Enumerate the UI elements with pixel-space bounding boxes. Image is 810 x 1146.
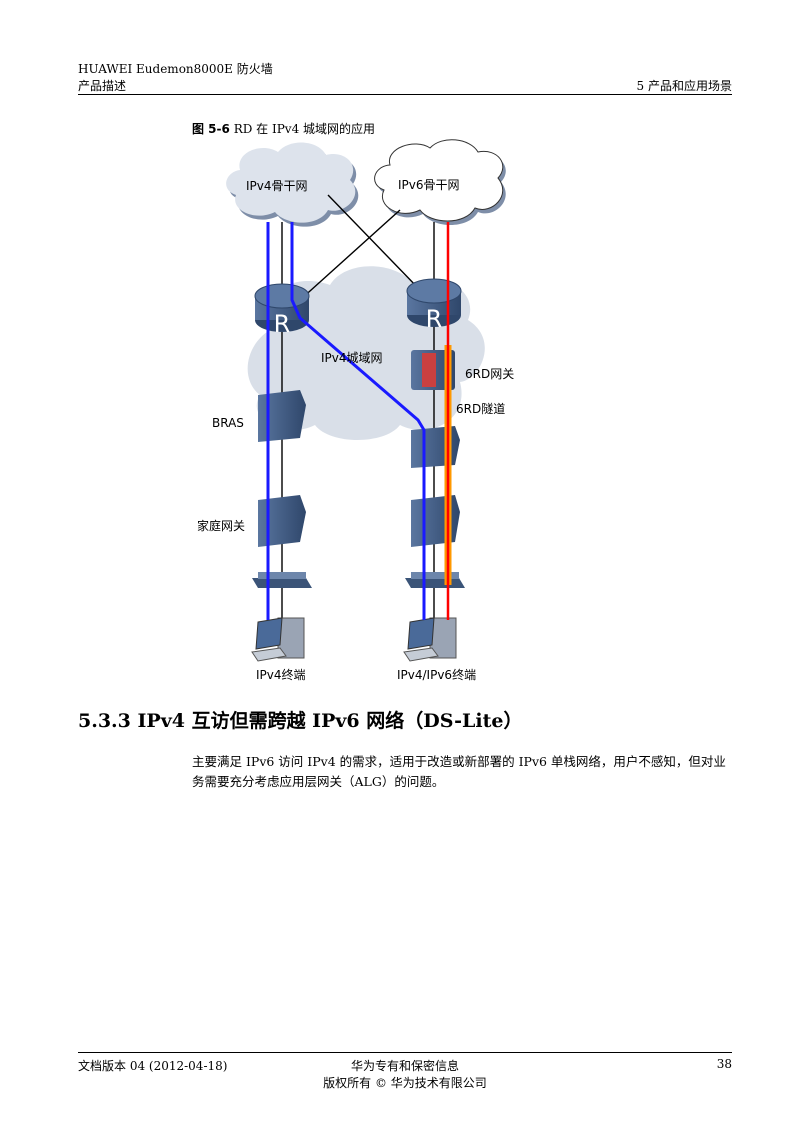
header-product: HUAWEI Eudemon8000E 防火墙 — [78, 62, 273, 76]
modem-right — [405, 572, 465, 588]
ipv6-backbone-cloud — [374, 139, 506, 225]
label-ipv4-backbone: IPv4骨干网 — [246, 179, 308, 193]
network-diagram: R R — [197, 139, 514, 682]
figure-title: RD 在 IPv4 城域网的应用 — [233, 122, 376, 136]
footer-version: 文档版本 04 (2012-04-18) — [78, 1059, 228, 1073]
ipv4-backbone-cloud — [226, 142, 359, 227]
label-ipv4-terminal: IPv4终端 — [256, 667, 306, 682]
label-ipv6-backbone: IPv6骨干网 — [398, 178, 460, 192]
section-paragraph: 主要满足 IPv6 访问 IPv4 的需求，适用于改造或新部署的 IPv6 单栈… — [192, 754, 726, 789]
label-home-gateway: 家庭网关 — [197, 518, 245, 533]
label-metro: IPv4城域网 — [321, 351, 383, 365]
footer-rule — [78, 1052, 732, 1053]
section-heading: 5.3.3 IPv4 互访但需跨越 IPv6 网络（DS-Lite） — [78, 706, 522, 733]
footer-confidential: 华为专有和保密信息 — [350, 1059, 459, 1073]
header-chapter: 5 产品和应用场景 — [636, 79, 732, 93]
figure-number: 图 5-6 — [192, 122, 230, 136]
router-left-label: R — [274, 310, 291, 338]
modem-left — [252, 572, 312, 588]
traffic-paths — [266, 222, 452, 620]
pc-right — [403, 617, 457, 662]
label-bras: BRAS — [212, 416, 244, 430]
home-gateway-left — [258, 495, 306, 547]
footer-copyright: 版权所有 © 华为技术有限公司 — [323, 1076, 487, 1090]
ipv4-path-cross — [290, 222, 426, 620]
router-right-label: R — [426, 305, 443, 333]
label-6rd-tunnel: 6RD隧道 — [456, 401, 505, 416]
footer-page-number: 38 — [716, 1057, 732, 1071]
pc-left — [251, 617, 305, 662]
section-title: IPv4 互访但需跨越 IPv6 网络（DS-Lite） — [137, 710, 523, 732]
figure-caption: 图 5-6 RD 在 IPv4 城域网的应用 — [192, 120, 375, 137]
switch-right — [411, 426, 460, 468]
label-dual-terminal: IPv4/IPv6终端 — [397, 667, 476, 682]
header-rule — [78, 94, 732, 95]
section-number: 5.3.3 — [78, 710, 131, 732]
home-gateway-right — [411, 495, 460, 547]
label-6rd-gateway: 6RD网关 — [465, 367, 514, 381]
firewall-6rd-gateway — [411, 350, 455, 390]
bras-device — [258, 390, 306, 442]
header-doc-type: 产品描述 — [78, 79, 127, 93]
